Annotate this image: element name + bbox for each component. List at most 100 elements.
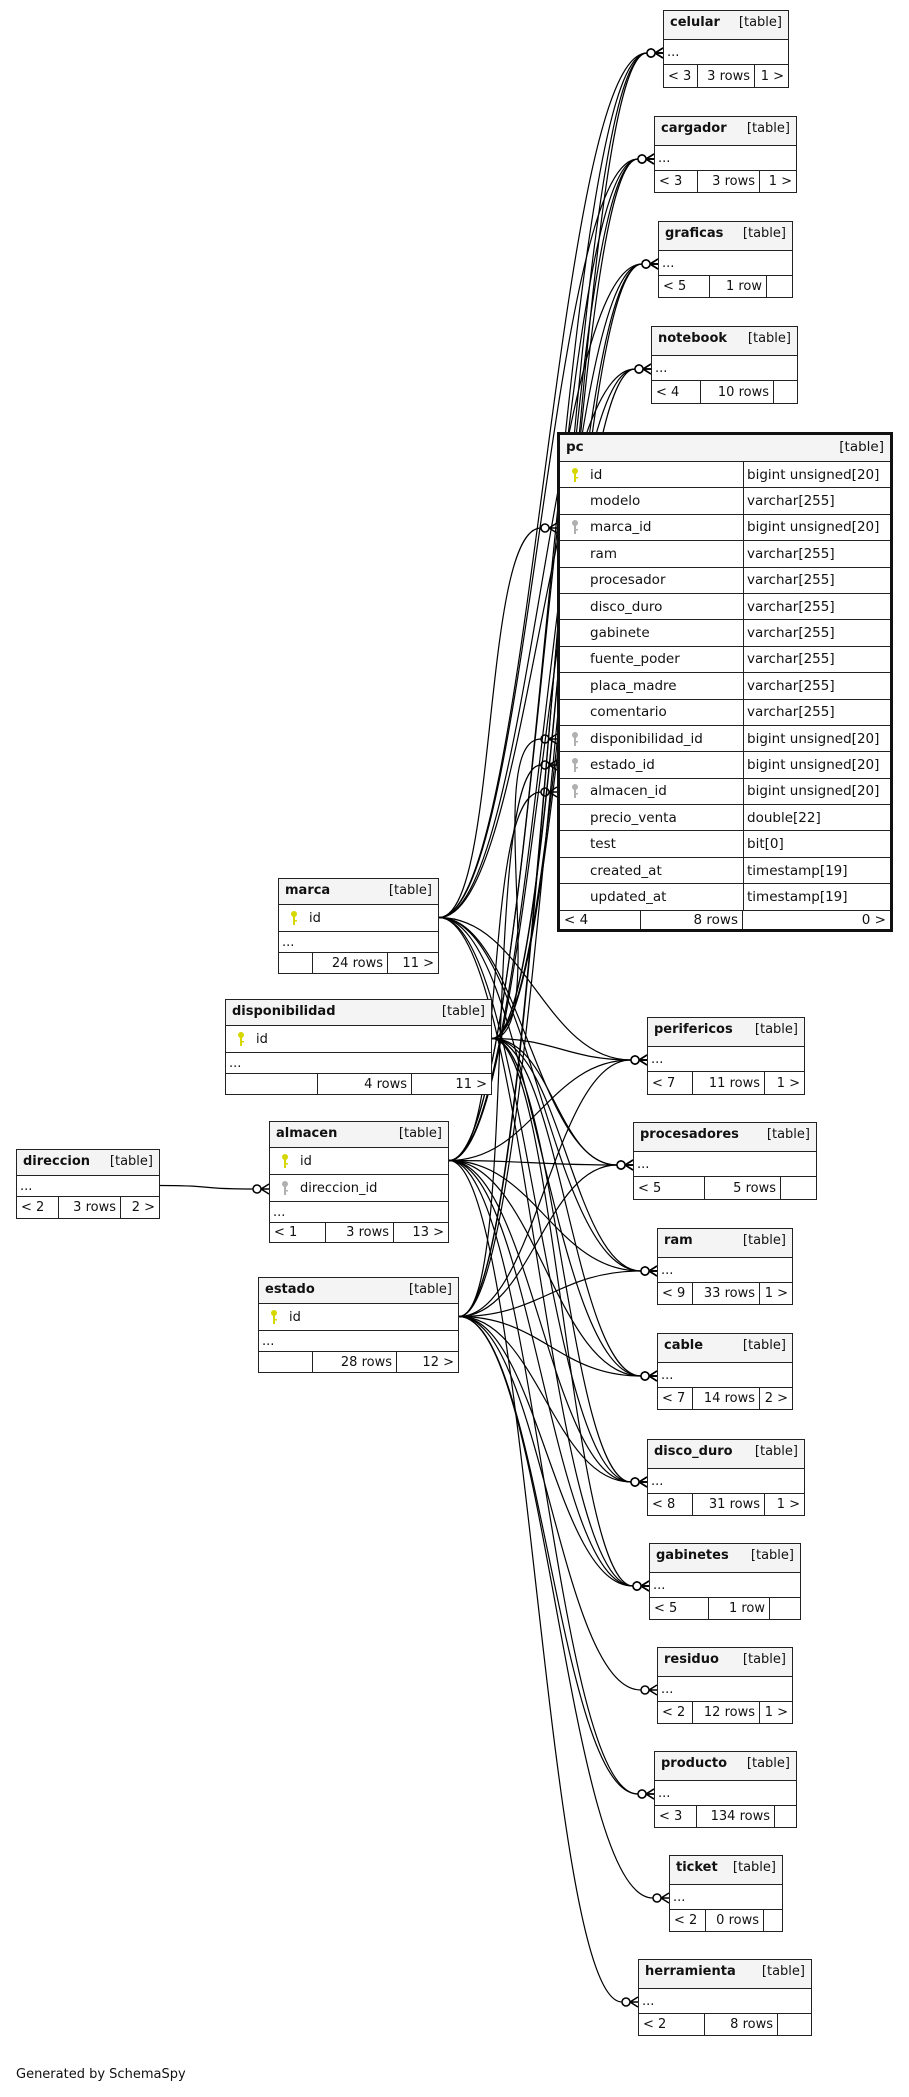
table-name[interactable]: residuo [664,1652,719,1667]
column-row[interactable]: id [270,1148,448,1175]
parents-count[interactable]: < 2 [639,2014,705,2035]
children-count[interactable] [770,1598,800,1619]
table-name[interactable]: procesadores [640,1127,739,1142]
children-count[interactable]: 1 > [760,68,784,84]
table-name[interactable]: pc [566,439,584,455]
column-row[interactable]: id [279,905,438,932]
more-columns[interactable]: ... [655,146,796,171]
more-columns[interactable]: ... [655,1781,796,1806]
more-columns[interactable]: ... [259,1331,458,1352]
row-count[interactable]: 12 rows [693,1702,760,1723]
table-name[interactable]: gabinetes [656,1548,729,1563]
parents-count[interactable]: < 2 [17,1197,59,1218]
parents-count[interactable]: < 5 [650,1598,709,1619]
row-count[interactable]: 28 rows [313,1352,397,1372]
more-columns[interactable]: ... [664,40,788,65]
table-name[interactable]: almacen [276,1126,338,1141]
table-name[interactable]: perifericos [654,1022,733,1037]
row-count[interactable]: 33 rows [693,1283,760,1304]
parents-count[interactable]: < 3 [655,1806,697,1827]
row-count[interactable]: 0 rows [706,1910,764,1931]
children-count[interactable] [767,276,792,297]
table-name[interactable]: cable [664,1338,704,1353]
parents-count[interactable] [259,1352,313,1372]
table-name[interactable]: notebook [658,331,728,346]
parents-count[interactable]: < 2 [658,1702,693,1723]
more-columns[interactable]: ... [658,1258,792,1283]
children-count[interactable] [778,2014,811,2035]
children-count[interactable] [774,381,797,403]
children-count[interactable]: 1 > [768,174,792,189]
children-count[interactable] [764,1910,782,1931]
children-count[interactable]: 1 > [776,1497,800,1512]
row-count[interactable]: 5 rows [705,1177,781,1199]
more-columns[interactable]: ... [650,1573,800,1598]
children-count[interactable]: 11 > [402,955,434,971]
parents-count[interactable]: < 3 [664,65,698,87]
children-count[interactable]: 2 > [131,1200,155,1215]
parents-count[interactable]: < 4 [560,910,641,929]
row-count[interactable]: 4 rows [318,1074,412,1094]
table-name[interactable]: disco_duro [654,1444,733,1459]
row-count[interactable]: 14 rows [693,1388,760,1409]
children-count[interactable]: 13 > [412,1225,444,1240]
table-name[interactable]: celular [670,15,720,30]
parents-count[interactable]: < 2 [670,1910,706,1931]
more-columns[interactable]: ... [648,1047,804,1072]
parents-count[interactable]: < 5 [659,276,710,297]
parents-count[interactable] [279,953,313,973]
table-name[interactable]: graficas [665,226,724,241]
more-columns[interactable]: ... [658,1363,792,1388]
table-name[interactable]: ram [664,1233,693,1248]
row-count[interactable]: 3 rows [59,1197,121,1218]
row-count[interactable]: 8 rows [705,2014,778,2035]
more-columns[interactable]: ... [659,251,792,276]
parents-count[interactable]: < 7 [658,1388,693,1409]
row-count[interactable]: 134 rows [697,1806,775,1827]
more-columns[interactable]: ... [658,1677,792,1702]
children-count[interactable]: 0 > [861,911,886,928]
row-count[interactable]: 1 row [709,1598,770,1619]
parents-count[interactable] [226,1074,318,1094]
children-count[interactable]: 11 > [455,1076,487,1092]
parents-count[interactable]: < 9 [658,1283,693,1304]
children-count[interactable]: 2 > [764,1391,788,1406]
more-columns[interactable]: ... [639,1989,811,2014]
more-columns[interactable]: ... [270,1202,448,1223]
row-count[interactable]: 3 rows [698,171,760,192]
table-name[interactable]: cargador [661,121,727,136]
table-name[interactable]: estado [265,1282,315,1297]
column-row[interactable]: id [226,1026,491,1053]
more-columns[interactable]: ... [652,356,797,381]
row-count[interactable]: 3 rows [698,65,755,87]
row-count[interactable]: 11 rows [693,1072,765,1094]
